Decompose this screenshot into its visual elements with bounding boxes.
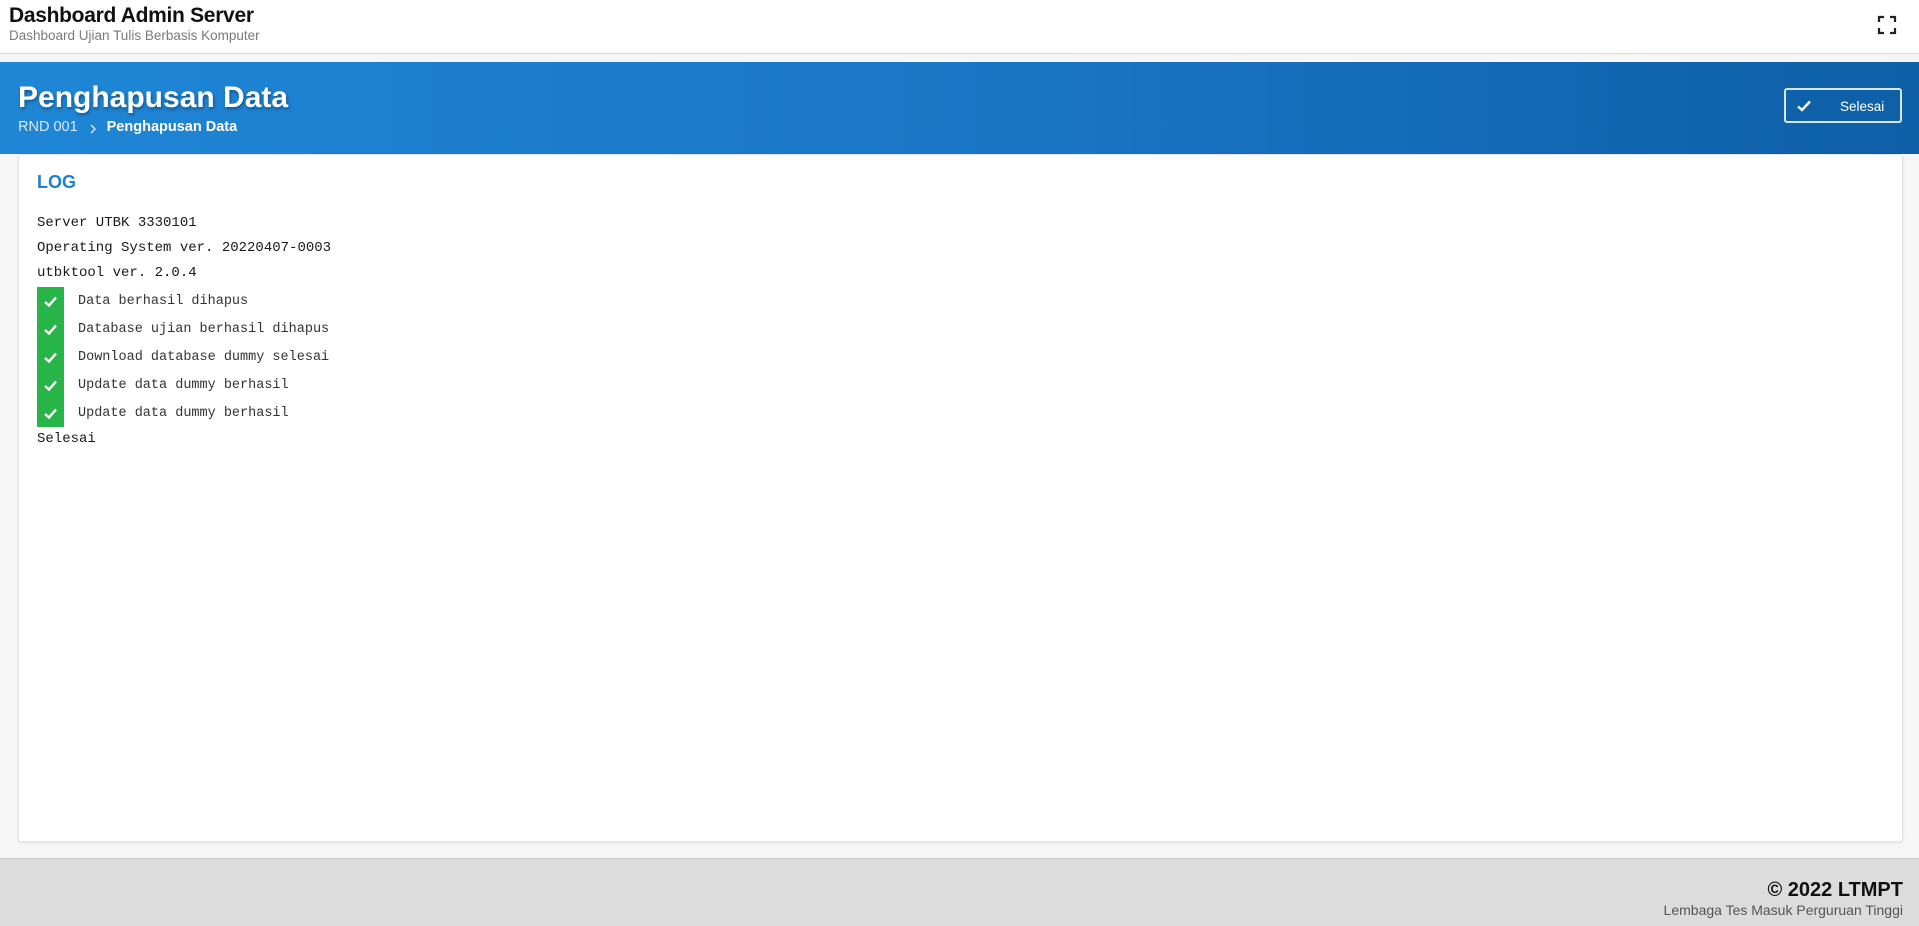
check-icon [37, 371, 64, 399]
check-icon [37, 343, 64, 371]
check-icon [37, 399, 64, 427]
breadcrumb-current: Penghapusan Data [106, 119, 238, 135]
log-entry-text: Download database dummy selesai [78, 349, 330, 365]
footer-copyright: © 2022 LTMPT [1767, 879, 1903, 901]
log-entry: Data berhasil dihapus [37, 287, 248, 315]
page-header-band [0, 62, 1919, 154]
top-bar: Dashboard Admin Server Dashboard Ujian T… [0, 0, 1919, 54]
check-icon [37, 287, 64, 315]
chevron-right-icon [88, 122, 98, 134]
log-card: LOG Server UTBK 3330101 Operating System… [18, 154, 1903, 842]
check-icon [37, 315, 64, 343]
system-line-server: Server UTBK 3330101 [37, 215, 197, 231]
log-entry: Update data dummy berhasil [37, 399, 289, 427]
footer-organization: Lembaga Tes Masuk Perguruan Tinggi [1663, 902, 1903, 918]
check-icon [1795, 97, 1813, 115]
breadcrumb: RND 001 Penghapusan Data [18, 119, 237, 135]
app-subtitle: Dashboard Ujian Tulis Berbasis Komputer [9, 28, 260, 43]
log-entry-text: Update data dummy berhasil [78, 405, 289, 421]
log-entry-text: Update data dummy berhasil [78, 377, 289, 393]
system-line-os: Operating System ver. 20220407-0003 [37, 240, 332, 256]
log-entry: Update data dummy berhasil [37, 371, 289, 399]
system-line-tool: utbktool ver. 2.0.4 [37, 265, 197, 281]
selesai-button[interactable]: Selesai [1784, 88, 1902, 123]
log-entry-text: Database ujian berhasil dihapus [78, 321, 330, 337]
log-entry: Download database dummy selesai [37, 343, 329, 371]
fullscreen-icon[interactable] [1876, 14, 1898, 36]
selesai-button-label: Selesai [1840, 99, 1885, 114]
page-title: Penghapusan Data [18, 81, 289, 114]
log-entry: Database ujian berhasil dihapus [37, 315, 329, 343]
footer: © 2022 LTMPT Lembaga Tes Masuk Perguruan… [0, 858, 1919, 926]
breadcrumb-root[interactable]: RND 001 [18, 119, 78, 135]
log-entry-text: Data berhasil dihapus [78, 293, 249, 309]
log-final-status: Selesai [37, 431, 96, 447]
app-title: Dashboard Admin Server [9, 4, 254, 27]
log-title: LOG [37, 172, 76, 192]
